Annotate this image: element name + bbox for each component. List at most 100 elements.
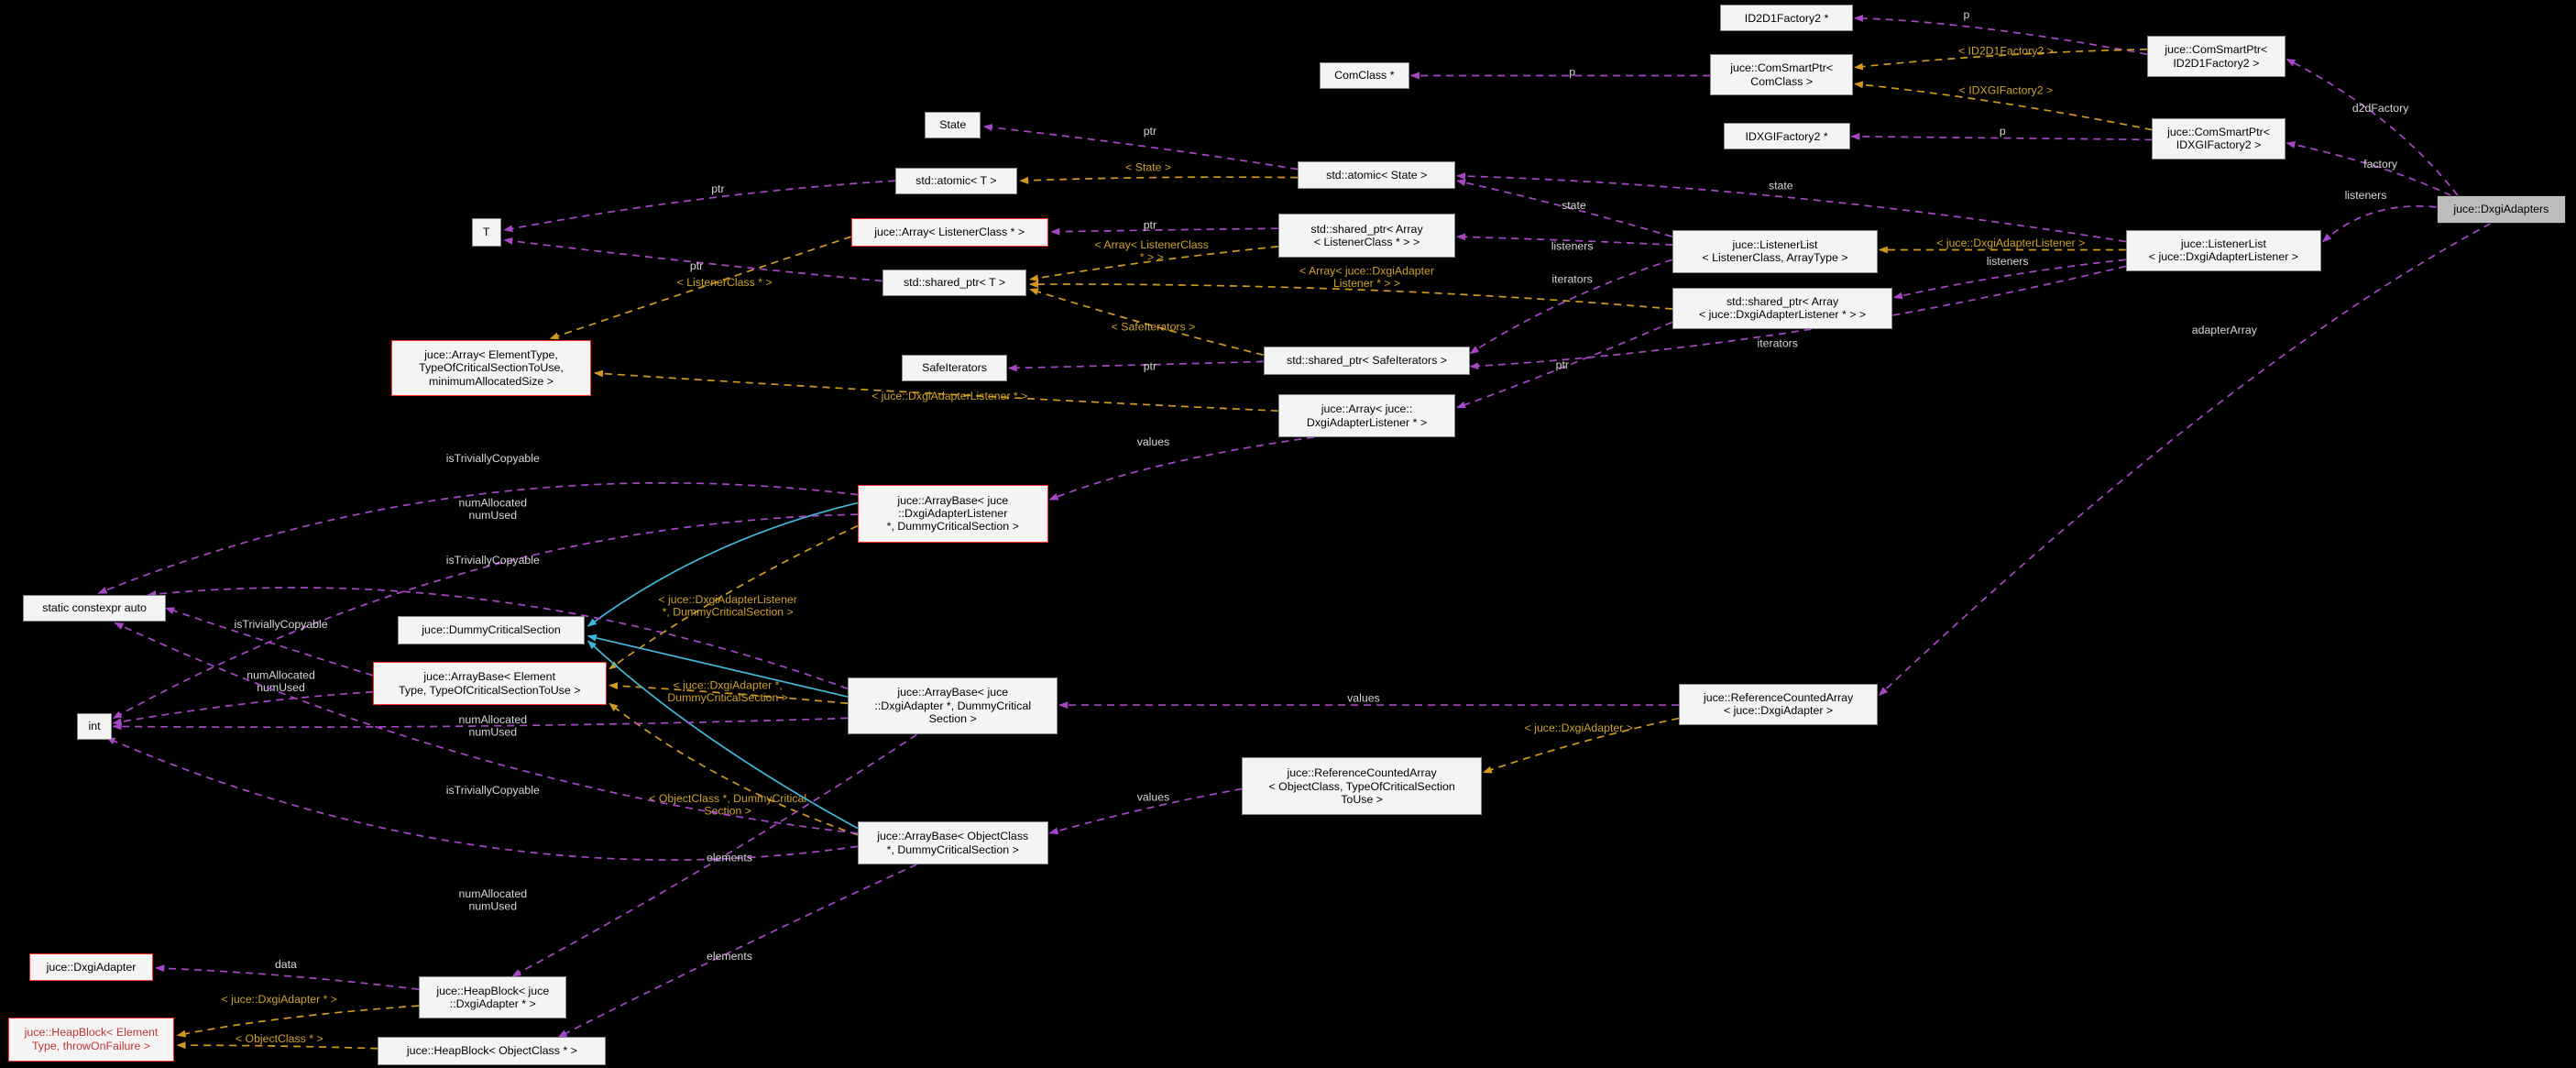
edge-label-array-listenerclass--array-generic: < ListenerClass * >	[677, 276, 773, 289]
node-array-dxgiadapterlistener[interactable]: juce::Array< juce::DxgiAdapterListener *…	[1277, 394, 1456, 437]
node-arraybase-dxgiadapterlistener[interactable]: juce::ArrayBase< juce::DxgiAdapterListen…	[857, 484, 1048, 543]
edge-arraybase-generic--int	[112, 690, 373, 726]
node-id2d1factory2-ptr[interactable]: ID2D1Factory2 *	[1719, 5, 1854, 32]
edge-label-listenerlist-dxgiadapterlistener--listenerlist-generic: < juce::DxgiAdapterListener >	[1936, 237, 2085, 249]
edge-label-refcountedarray-dxgiadapter--refcountedarray-generic: < juce::DxgiAdapter >	[1525, 721, 1633, 734]
edge-sharedptr-safeiterators--sharedptr-t	[1029, 288, 1264, 357]
edge-arraybase-objectclass--dummycriticalsection	[587, 640, 859, 830]
edge-refcountedarray-dxgiadapter--refcountedarray-generic	[1482, 717, 1680, 774]
edge-listenerlist-dxgiadapterlistener--sharedptr-array-dxgiadapterlistener	[1893, 259, 2126, 300]
node-sharedptr-t[interactable]: std::shared_ptr< T >	[882, 270, 1027, 296]
node-label: std::shared_ptr< Array	[1726, 294, 1839, 308]
node-label: ID2D1Factory2 >	[2173, 56, 2260, 70]
node-atomic-state[interactable]: std::atomic< State >	[1298, 160, 1456, 190]
edge-label-comsmartptr-id2d1factory2--id2d1factory2-ptr: p	[1963, 8, 1969, 21]
node-label: juce::ReferenceCountedArray	[1287, 766, 1437, 780]
node-int[interactable]: int	[77, 713, 112, 740]
node-label: std::shared_ptr< SafeIterators >	[1287, 354, 1447, 368]
edge-arraybase-dxgiadapter--heapblock-dxgiadapter	[511, 733, 917, 977]
node-listenerlist-generic[interactable]: juce::ListenerList< ListenerClass, Array…	[1672, 229, 1879, 273]
node-state[interactable]: State	[925, 111, 981, 138]
edge-arraybase-dxgiadapter--arraybase-generic	[608, 682, 849, 705]
edge-label-heapblock-objectclass--heapblock-generic: < ObjectClass * >	[236, 1032, 323, 1045]
edge-label-listenerlist-generic--atomic-state: state	[1562, 199, 1586, 212]
node-label: State	[939, 118, 967, 132]
edge-label-sharedptr-safeiterators--sharedptr-t: < SafeIterators >	[1112, 321, 1196, 334]
node-listenerlist-dxgiadapterlistener[interactable]: juce::ListenerList< juce::DxgiAdapterLis…	[2125, 229, 2322, 271]
edge-label-dxgiadapters--listenerlist-dxgiadapterlistener: listeners	[2345, 189, 2387, 202]
node-sharedptr-array-dxgiadapterlistener[interactable]: std::shared_ptr< Array< juce::DxgiAdapte…	[1672, 287, 1893, 329]
node-safeiterators[interactable]: SafeIterators	[902, 355, 1007, 381]
edge-label-sharedptr-array-dxgiadapterlistener--array-dxgiadapterlistener: ptr	[1556, 358, 1569, 371]
node-arraybase-objectclass[interactable]: juce::ArrayBase< ObjectClass*, DummyCrit…	[857, 821, 1048, 864]
edge-label-arraybase-generic--static-constexpr-auto: isTriviallyCopyable	[235, 618, 328, 631]
node-label: Type, TypeOfCriticalSectionToUse >	[398, 683, 581, 697]
node-arraybase-dxgiadapter[interactable]: juce::ArrayBase< juce::DxgiAdapter *, Du…	[848, 677, 1058, 735]
node-array-generic[interactable]: juce::Array< ElementType,TypeOfCriticalS…	[390, 340, 592, 397]
node-label: < ObjectClass, TypeOfCriticalSection	[1268, 779, 1455, 793]
node-label: SafeIterators	[922, 361, 988, 375]
node-sharedptr-array-listenerclass[interactable]: std::shared_ptr< Array< ListenerClass * …	[1277, 214, 1456, 259]
node-array-listenerclass[interactable]: juce::Array< ListenerClass * >	[850, 218, 1048, 247]
node-label: juce::ComSmartPtr<	[2165, 43, 2268, 57]
node-label: ::DxgiAdapter * >	[449, 997, 536, 1011]
node-comsmartptr-comclass[interactable]: juce::ComSmartPtr<ComClass >	[1710, 54, 1854, 95]
edge-dxgiadapters--listenerlist-dxgiadapterlistener	[2322, 205, 2437, 243]
edge-arraybase-objectclass--heapblock-objectclass	[557, 864, 917, 1038]
edge-dxgiadapters--comsmartptr-id2d1factory2	[2286, 58, 2459, 196]
node-heapblock-dxgiadapter[interactable]: juce::HeapBlock< juce::DxgiAdapter * >	[419, 975, 567, 1019]
node-dummycriticalsection[interactable]: juce::DummyCriticalSection	[397, 616, 586, 644]
node-label: juce::ArrayBase< juce	[897, 686, 1009, 699]
edge-array-dxgiadapterlistener--array-generic	[593, 369, 1278, 413]
edge-atomic-state--atomic-t	[1019, 176, 1299, 184]
edge-label-listenerlist-dxgiadapterlistener--sharedptr-safeiterators: iterators	[1757, 337, 1797, 350]
node-comsmartptr-id2d1factory2[interactable]: juce::ComSmartPtr<ID2D1Factory2 >	[2147, 36, 2286, 78]
node-label: juce::ReferenceCountedArray	[1703, 690, 1854, 704]
edge-listenerlist-generic--atomic-state	[1456, 179, 1673, 237]
node-sharedptr-safeiterators[interactable]: std::shared_ptr< SafeIterators >	[1263, 347, 1471, 375]
node-label: minimumAllocatedSize >	[429, 374, 554, 388]
node-label: juce::Array< juce::	[1321, 402, 1413, 416]
node-label: ComClass >	[1750, 74, 1814, 88]
node-atomic-t[interactable]: std::atomic< T >	[895, 167, 1017, 194]
edge-array-listenerclass--array-generic	[549, 236, 851, 340]
edge-label-refcountedarray-dxgiadapter--arraybase-dxgiadapter: values	[1347, 692, 1380, 705]
node-dxgiadapter[interactable]: juce::DxgiAdapter	[29, 952, 153, 982]
node-label: ::DxgiAdapterListener	[898, 507, 1008, 521]
node-refcountedarray-dxgiadapter[interactable]: juce::ReferenceCountedArray< juce::DxgiA…	[1679, 683, 1879, 725]
edge-atomic-t--t	[503, 180, 896, 233]
node-dxgiadapters[interactable]: juce::DxgiAdapters	[2436, 195, 2567, 224]
node-static-constexpr-auto[interactable]: static constexpr auto	[23, 594, 167, 622]
node-label: T	[482, 226, 490, 239]
node-label: juce::HeapBlock< ObjectClass * >	[406, 1044, 577, 1058]
edge-heapblock-dxgiadapter--heapblock-generic	[176, 1005, 420, 1038]
edge-label-sharedptr-array-listenerclass--sharedptr-t: < Array< ListenerClass* > >	[1094, 238, 1208, 264]
node-label: std::atomic< T >	[915, 173, 997, 187]
node-t[interactable]: T	[471, 218, 501, 247]
edge-dxgiadapters--comsmartptr-idxgifactory2	[2286, 140, 2452, 197]
edge-sharedptr-array-listenerclass--sharedptr-t	[1029, 246, 1278, 282]
edge-label-listenerlist-generic--sharedptr-safeiterators: iterators	[1551, 273, 1592, 286]
edge-sharedptr-array-listenerclass--array-listenerclass	[1050, 227, 1278, 236]
node-comsmartptr-idxgifactory2[interactable]: juce::ComSmartPtr<IDXGIFactory2 >	[2152, 118, 2286, 160]
edge-dxgiadapters--refcountedarray-dxgiadapter	[1879, 223, 2492, 696]
node-label: juce::ComSmartPtr<	[1730, 61, 1834, 75]
node-idxgifactory2-ptr[interactable]: IDXGIFactory2 *	[1723, 123, 1850, 150]
edge-label-dxgiadapters--comsmartptr-idxgifactory2: factory	[2363, 158, 2398, 171]
node-label: ComClass *	[1334, 69, 1395, 83]
edge-comsmartptr-id2d1factory2--id2d1factory2-ptr	[1853, 14, 2148, 55]
node-label: < juce::DxgiAdapter >	[1723, 704, 1834, 718]
node-label: < ListenerClass * > >	[1313, 236, 1420, 249]
node-heapblock-objectclass[interactable]: juce::HeapBlock< ObjectClass * >	[378, 1037, 607, 1065]
node-refcountedarray-generic[interactable]: juce::ReferenceCountedArray< ObjectClass…	[1242, 757, 1482, 816]
node-comclass-ptr[interactable]: ComClass *	[1319, 62, 1410, 89]
